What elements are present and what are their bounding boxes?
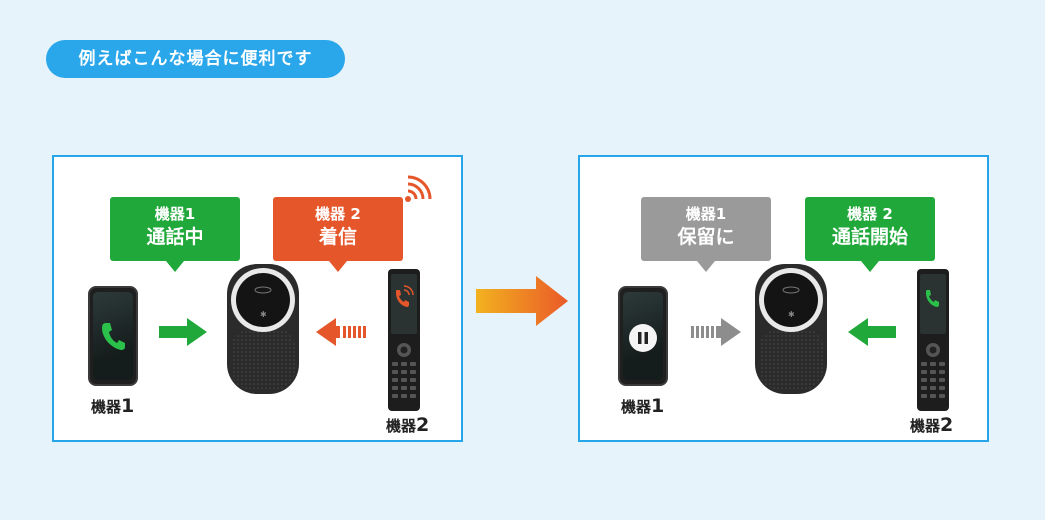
arrow-left-icon: [316, 318, 366, 346]
bubble-line2: 通話開始: [831, 226, 908, 248]
label-device1: 機器1: [621, 395, 664, 417]
phone-call-icon: [102, 323, 125, 350]
label-device2: 機器2: [910, 414, 953, 436]
phone-call-icon: [926, 290, 939, 307]
label-device2: 機器2: [386, 414, 429, 436]
bubble-device2-incoming: 機器 2 着信: [273, 197, 403, 272]
speakerphone-device: ✱: [227, 264, 299, 394]
smartphone-device1: [618, 286, 668, 386]
label-text: 機器: [91, 398, 122, 416]
pause-icon: [629, 324, 657, 352]
label-text: 機器: [621, 398, 652, 416]
bubble-line1: 機器 2: [315, 205, 361, 223]
label-device1: 機器1: [91, 395, 134, 417]
signal-waves-icon: [405, 175, 432, 202]
label-num: 2: [940, 414, 954, 436]
arrow-right-icon: [159, 318, 207, 346]
label-num: 2: [416, 414, 430, 436]
page-heading: 例えばこんな場合に便利です: [46, 40, 345, 78]
arrow-left-icon: [848, 318, 896, 346]
bubble-line1: 機器 2: [847, 205, 893, 223]
scenario-panel-after: 機器1 保留に 機器 2 通話開始 機器1: [578, 155, 989, 442]
scenario-panel-before: 機器1 通話中 機器 2 着信 機器1: [52, 155, 463, 442]
flip-phone-device2: [388, 269, 420, 411]
bubble-line2: 保留に: [677, 226, 735, 248]
speakerphone-device: ✱: [755, 264, 827, 394]
bubble-device2-call-start: 機器 2 通話開始: [805, 197, 935, 272]
smartphone-device1: [88, 286, 138, 386]
label-text: 機器: [910, 417, 941, 435]
bubble-line1: 機器1: [154, 205, 196, 223]
incoming-call-icon: [396, 285, 414, 307]
bubble-line2: 着信: [318, 226, 357, 248]
bubble-device1-in-call: 機器1 通話中: [110, 197, 240, 272]
transition-arrow-icon: [476, 276, 568, 326]
bubble-line2: 通話中: [146, 226, 204, 248]
bubble-line1: 機器1: [685, 205, 727, 223]
svg-text:✱: ✱: [788, 310, 795, 319]
bubble-device1-hold: 機器1 保留に: [641, 197, 771, 272]
svg-text:✱: ✱: [260, 310, 267, 319]
label-num: 1: [651, 395, 665, 417]
flip-phone-device2: [917, 269, 949, 411]
label-text: 機器: [386, 417, 417, 435]
arrow-right-icon: [691, 318, 741, 346]
label-num: 1: [121, 395, 135, 417]
